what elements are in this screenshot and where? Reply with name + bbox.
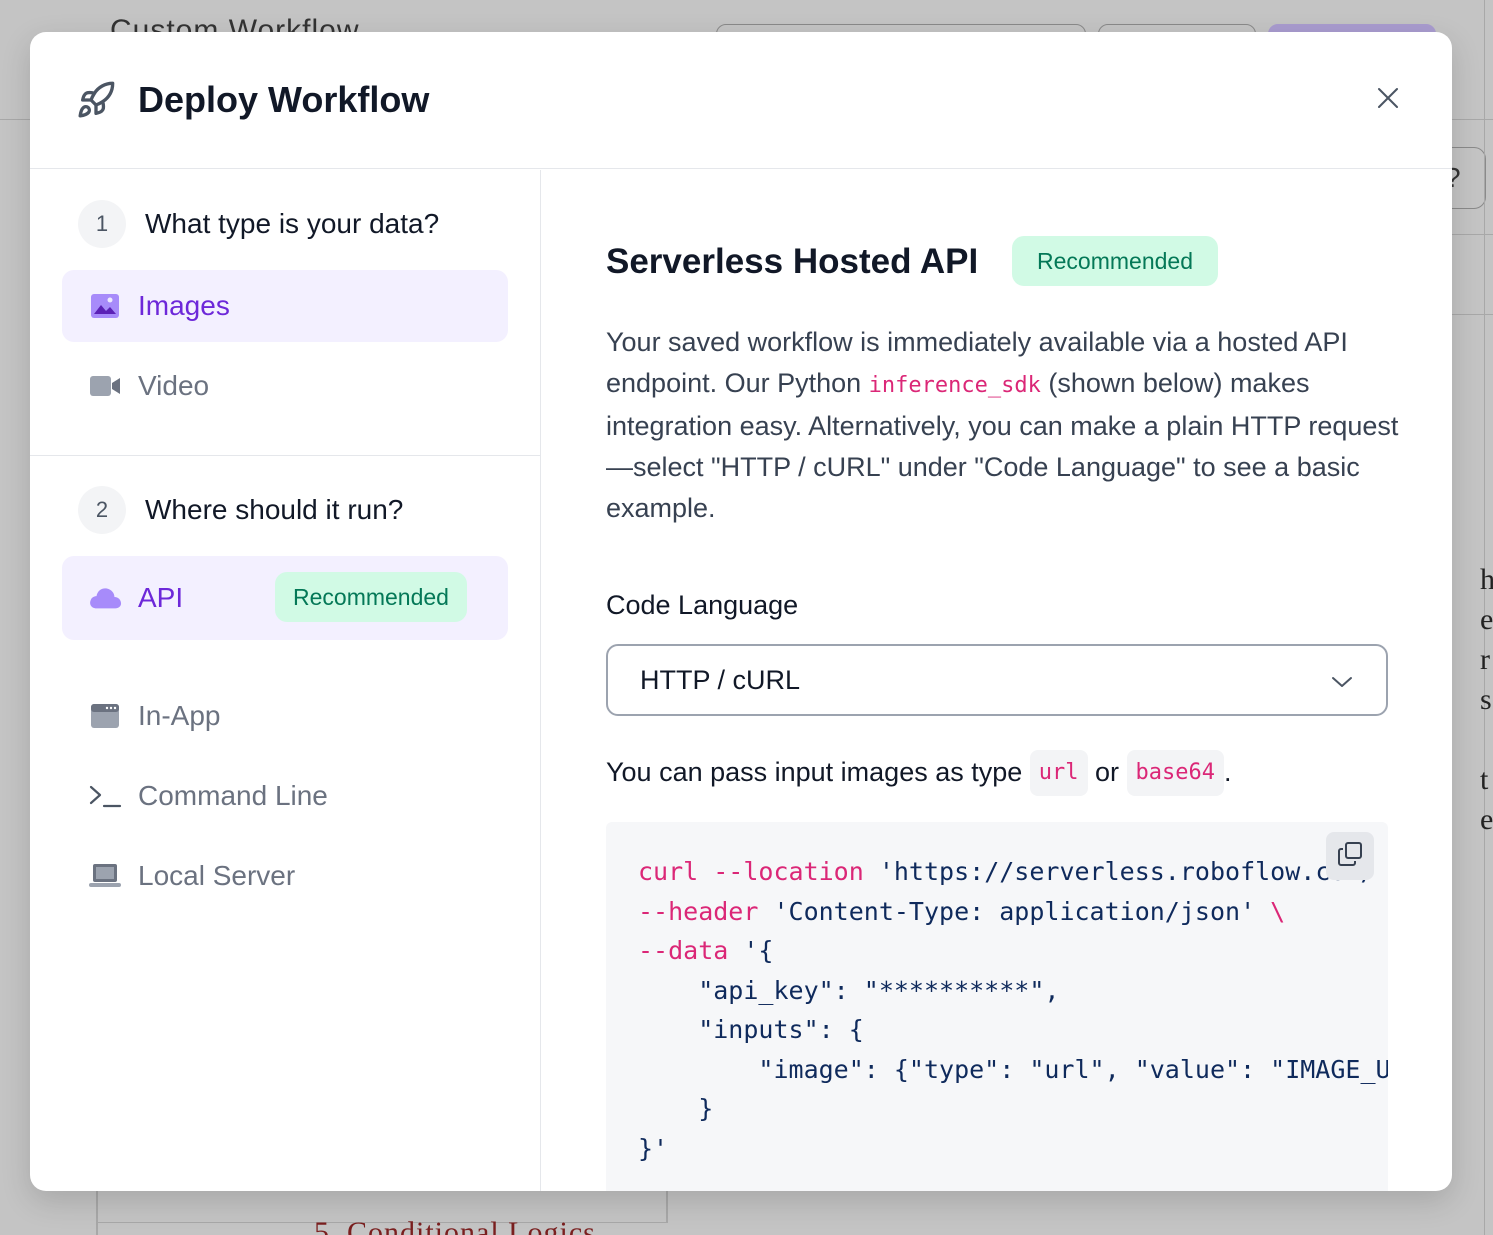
type-chip-base64: base64 — [1126, 750, 1225, 796]
sidebar-divider — [30, 455, 541, 456]
target-local-server[interactable]: Local Server — [62, 840, 508, 912]
rocket-icon — [76, 80, 116, 120]
background-divider — [1452, 314, 1493, 315]
recommended-badge: Recommended — [1012, 236, 1218, 286]
step-1-header: 1 What type is your data? — [78, 200, 439, 248]
background-bottom-text: 5. Conditional Logics — [314, 1216, 596, 1235]
chevron-down-icon — [1328, 668, 1356, 696]
target-label: API — [138, 582, 184, 613]
data-type-images[interactable]: Images — [62, 270, 508, 342]
video-camera-icon — [88, 369, 122, 403]
deploy-workflow-modal: Deploy Workflow 1 What type is your data… — [30, 32, 1452, 1191]
background-right-text: h e r s. t e — [1480, 563, 1493, 836]
code-snippet[interactable]: curl --location 'https://serverless.robo… — [606, 822, 1388, 1191]
laptop-icon — [88, 859, 122, 893]
target-in-app[interactable]: In-App — [62, 680, 508, 752]
type-chip-url: url — [1029, 750, 1088, 796]
browser-window-icon — [88, 699, 122, 733]
data-type-video[interactable]: Video — [62, 350, 508, 422]
copy-icon — [1337, 841, 1363, 872]
step-label: Where should it run? — [145, 494, 404, 525]
deploy-content: Serverless Hosted API Recommended Your s… — [542, 170, 1452, 1191]
close-button[interactable] — [1370, 82, 1406, 118]
deploy-sidebar: 1 What type is your data? Images Video — [30, 170, 541, 1191]
background-divider — [1452, 234, 1493, 235]
copy-button[interactable] — [1326, 832, 1374, 880]
code-text: curl --location 'https://serverless.robo… — [638, 857, 1388, 1163]
cloud-icon — [88, 581, 122, 615]
step-2-header: 2 Where should it run? — [78, 486, 403, 534]
background-divider — [96, 1222, 668, 1223]
background-divider — [666, 1191, 668, 1223]
input-types-text: You can pass input images as type url or… — [606, 750, 1232, 796]
background-divider — [96, 1191, 98, 1235]
section-title: Serverless Hosted API — [606, 242, 979, 281]
step-label: What type is your data? — [145, 208, 440, 239]
target-api[interactable]: API Recommended — [62, 556, 508, 640]
step-number: 1 — [78, 200, 126, 248]
code-language-select[interactable]: HTTP / cURL — [606, 644, 1388, 716]
target-command-line[interactable]: Command Line — [62, 760, 508, 832]
recommended-badge: Recommended — [275, 572, 467, 622]
description-text: Your saved workflow is immediately avail… — [606, 327, 1399, 523]
target-label: In-App — [138, 700, 221, 731]
code-language-label: Code Language — [606, 590, 799, 620]
modal-title: Deploy Workflow — [138, 79, 430, 120]
background-divider — [1484, 0, 1485, 1235]
inline-code: inference_sdk — [868, 373, 1041, 398]
image-icon — [88, 289, 122, 323]
code-language-value: HTTP / cURL — [640, 664, 801, 695]
data-type-label: Images — [138, 290, 230, 321]
data-type-label: Video — [138, 370, 210, 401]
modal-header: Deploy Workflow — [30, 32, 1452, 169]
close-icon — [1377, 87, 1399, 114]
target-label: Command Line — [138, 780, 328, 811]
step-number: 2 — [78, 486, 126, 534]
terminal-icon — [88, 779, 122, 813]
target-label: Local Server — [138, 860, 296, 891]
